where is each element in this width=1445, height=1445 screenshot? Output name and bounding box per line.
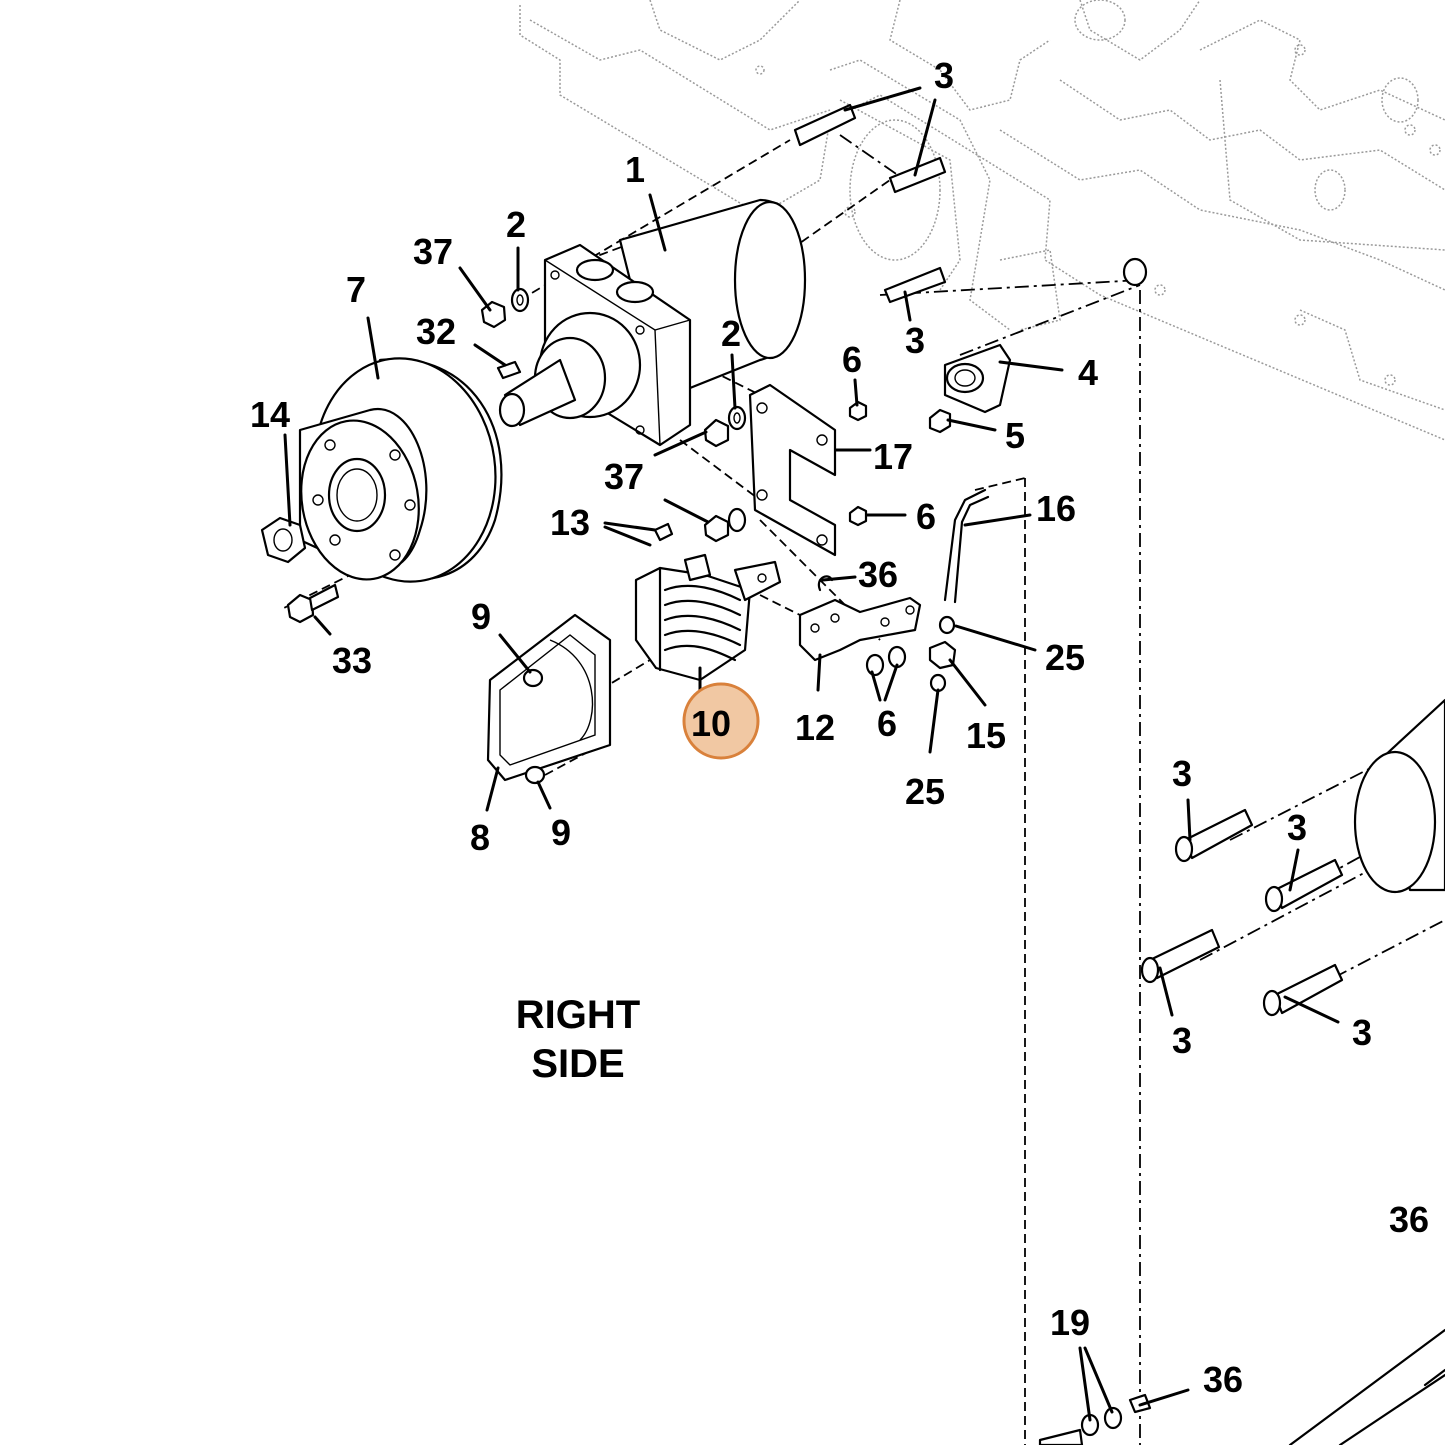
callout-37: 37 <box>604 456 644 497</box>
callout-9: 9 <box>551 812 571 853</box>
tube-right <box>1288 698 1445 1445</box>
callout-33: 33 <box>332 640 372 681</box>
callout-6: 6 <box>842 339 862 380</box>
rod-16 <box>943 488 990 604</box>
callout-6: 6 <box>916 496 936 537</box>
cover-plate-8 <box>486 613 612 782</box>
callout-4: 4 <box>1078 352 1098 393</box>
callout-32: 32 <box>416 311 456 352</box>
pivot-block-4 <box>943 343 1012 414</box>
callout-7: 7 <box>346 269 366 310</box>
callout-10: 10 <box>691 703 731 744</box>
callout-36: 36 <box>1389 1199 1429 1240</box>
link-bracket-12 <box>798 596 922 662</box>
callout-2: 2 <box>506 204 526 245</box>
control-valve-10 <box>634 553 782 682</box>
callout-16: 16 <box>1036 488 1076 529</box>
callout-5: 5 <box>1005 415 1025 456</box>
callout-8: 8 <box>470 817 490 858</box>
callout-17: 17 <box>873 436 913 477</box>
side-label-line1: RIGHT <box>516 993 640 1037</box>
bracket-plate-17 <box>748 383 837 557</box>
callout-36: 36 <box>1203 1359 1243 1400</box>
callout-37: 37 <box>413 231 453 272</box>
callout-9: 9 <box>471 596 491 637</box>
callout-3: 3 <box>934 55 954 96</box>
side-label: RIGHT SIDE <box>516 993 640 1086</box>
callout-19: 19 <box>1050 1302 1090 1343</box>
callout-6: 6 <box>877 703 897 744</box>
hardware <box>260 257 1152 1437</box>
callout-13: 13 <box>550 502 590 543</box>
pins-3-upper <box>793 103 947 304</box>
callout-25: 25 <box>1045 637 1085 678</box>
callout-12: 12 <box>795 707 835 748</box>
callout-3: 3 <box>905 320 925 361</box>
callouts: 3 1 2 37 7 32 3 2 6 4 14 5 17 37 16 13 6… <box>250 55 1429 1400</box>
hydraulic-motor-1 <box>498 198 807 447</box>
callout-15: 15 <box>966 715 1006 756</box>
callout-3: 3 <box>1352 1012 1372 1053</box>
side-label-line2: SIDE <box>531 1042 624 1086</box>
callout-3: 3 <box>1172 753 1192 794</box>
callout-14: 14 <box>250 394 290 435</box>
highlight-callout-10 <box>682 682 760 760</box>
disc-hub-7 <box>298 357 503 583</box>
callout-36: 36 <box>858 554 898 595</box>
frame-ghost <box>519 0 1445 441</box>
callout-25: 25 <box>905 771 945 812</box>
callout-3: 3 <box>1287 807 1307 848</box>
callout-3: 3 <box>1172 1020 1192 1061</box>
callout-1: 1 <box>625 149 645 190</box>
callout-2: 2 <box>721 313 741 354</box>
leader-lines <box>283 86 1340 1422</box>
